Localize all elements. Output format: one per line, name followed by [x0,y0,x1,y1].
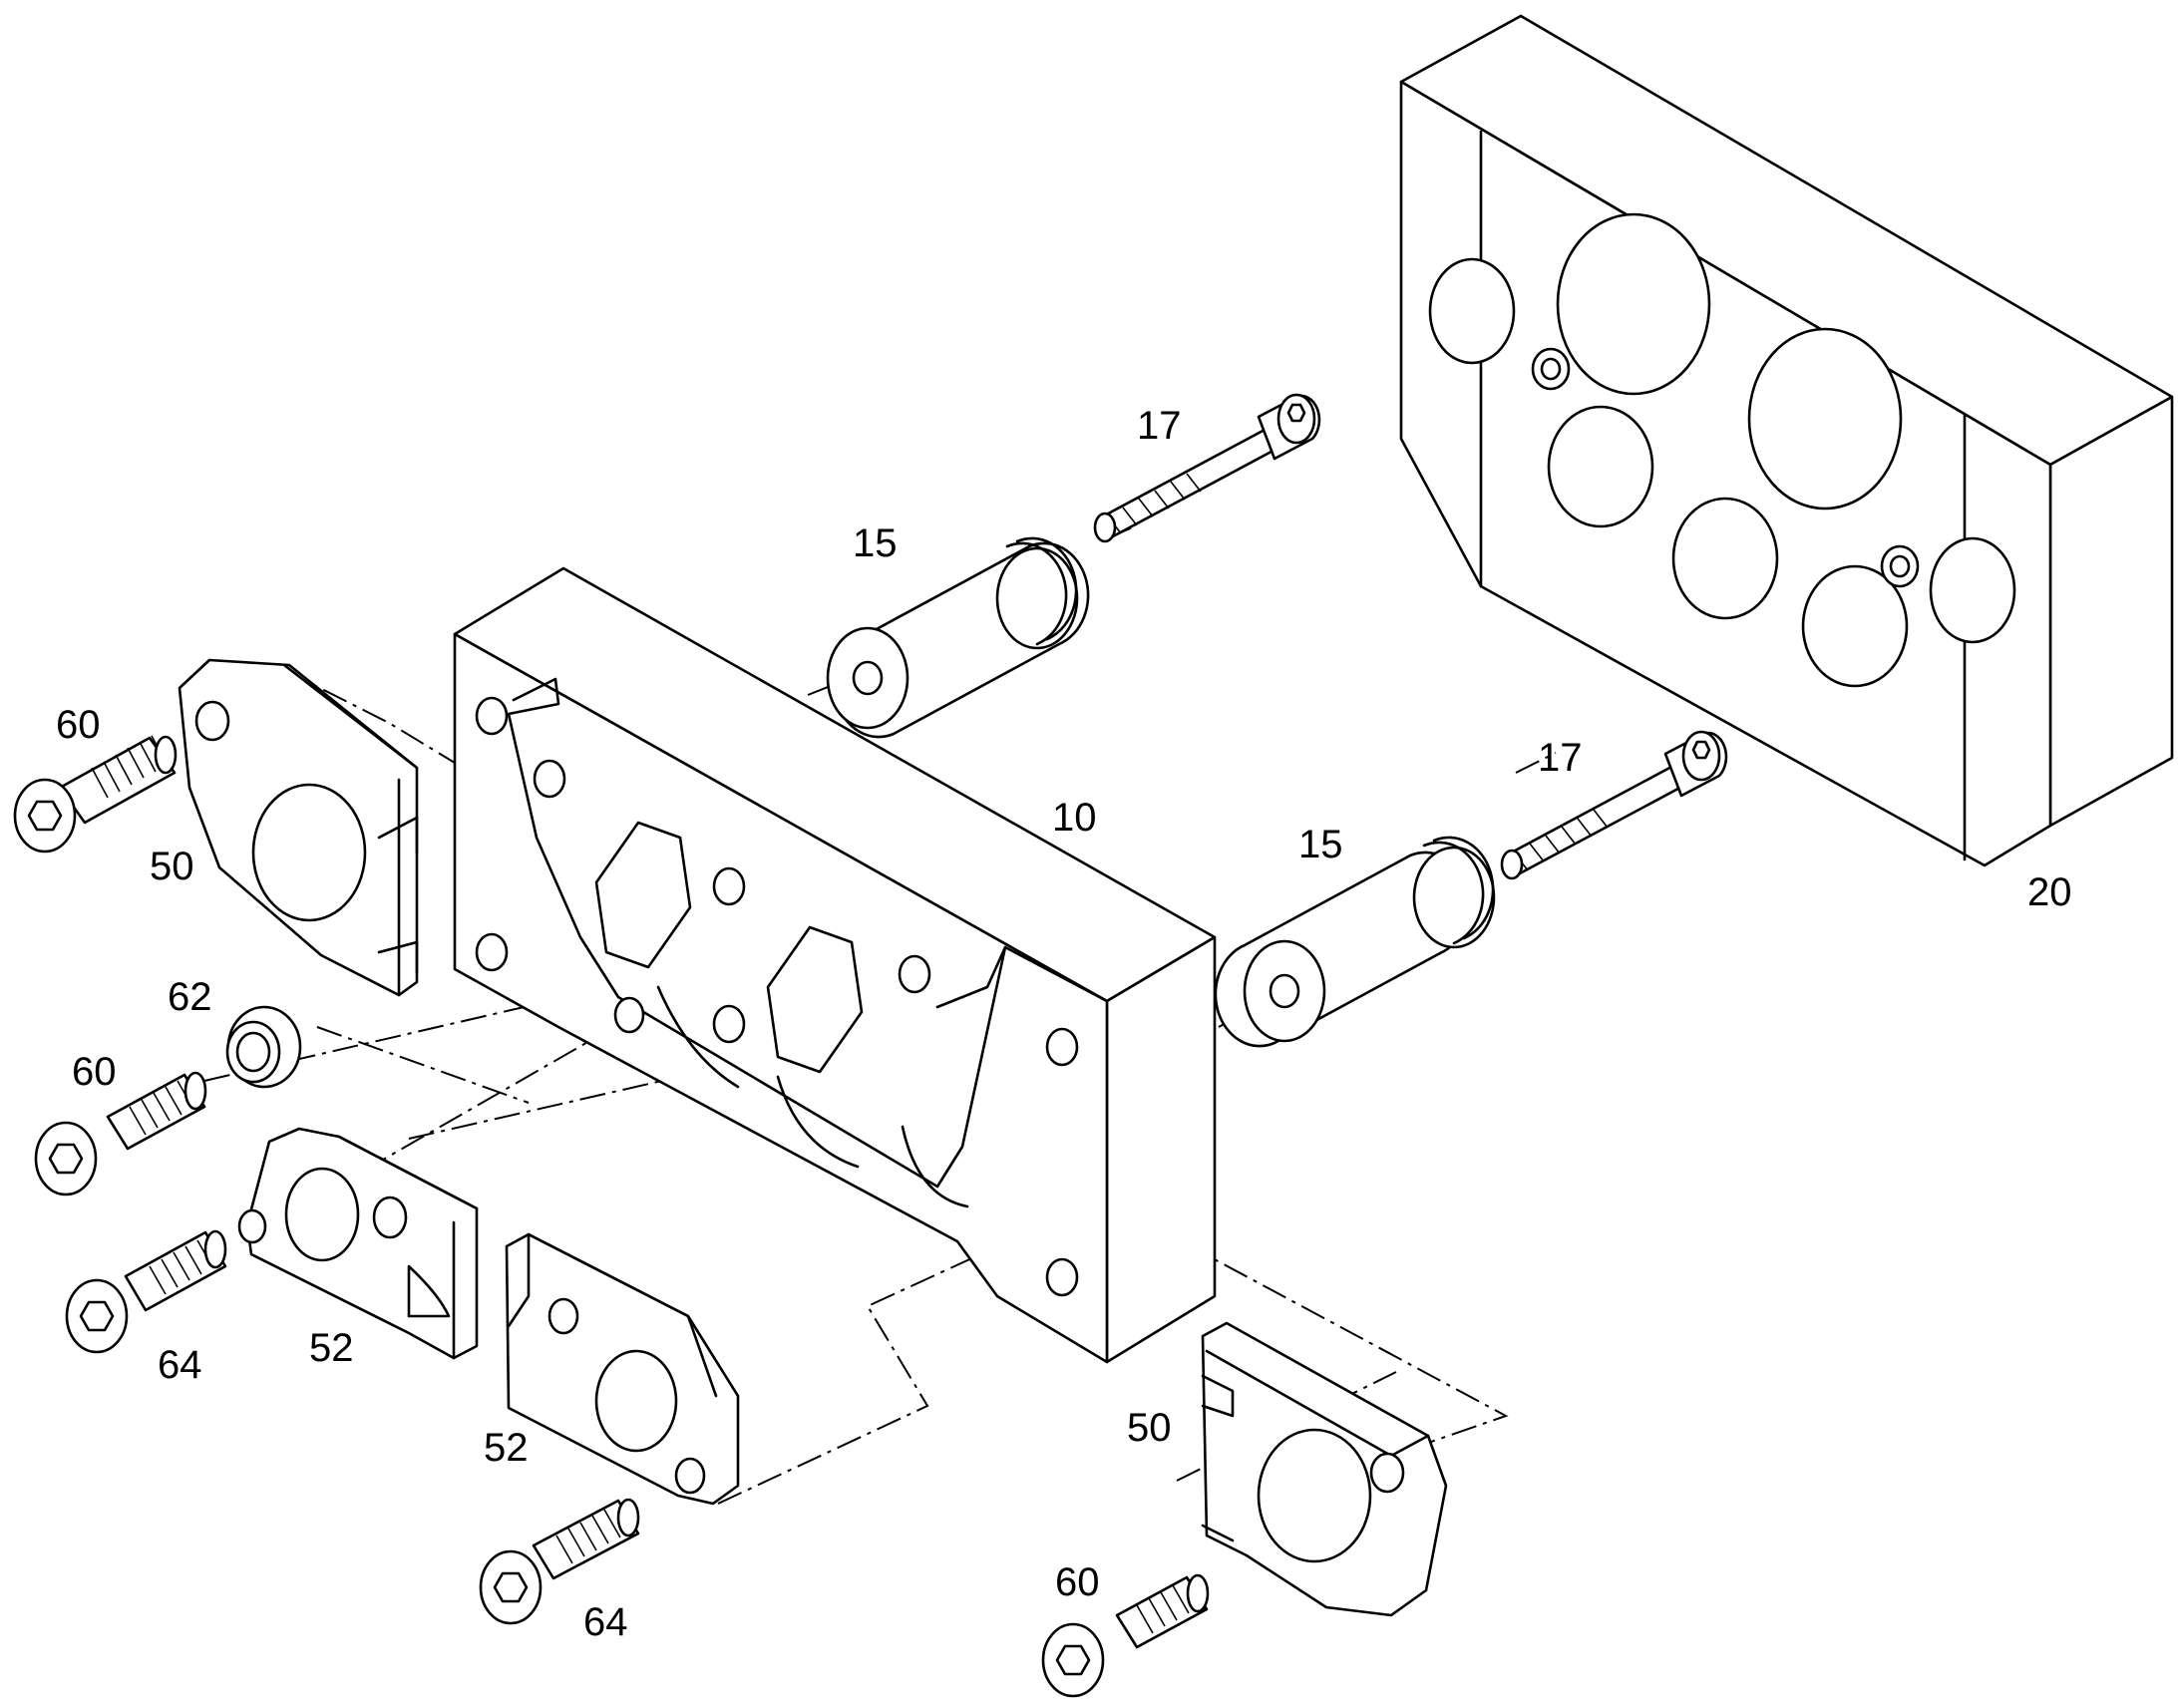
callout-60-upper: 60 [56,703,101,747]
part-64-screw-lower [479,1498,640,1625]
part-60-screw-upper [13,735,178,854]
callout-64-lower: 64 [583,1600,628,1644]
part-17-screw-lower [1500,730,1728,880]
callout-10: 10 [1052,796,1097,840]
callout-50-upper: 50 [150,845,194,888]
part-15-sleeve-lower [1214,836,1496,1048]
callout-64-upper: 64 [158,1343,202,1387]
callout-15-lower: 15 [1298,823,1343,866]
part-50-flange-lower [1201,1321,1448,1617]
part-64-screw-upper [65,1229,227,1354]
part-60-screw-middle [34,1071,207,1196]
callout-17-upper: 17 [1137,404,1182,448]
callout-62: 62 [168,975,212,1019]
part-20-block [1399,14,2174,867]
part-52-plate-lower [505,1232,740,1506]
callout-50-lower: 50 [1127,1406,1172,1450]
part-52-plate-upper [237,1127,479,1360]
callout-52-lower: 52 [484,1426,529,1470]
callout-60-middle: 60 [72,1050,117,1094]
part-60-screw-lower [1041,1573,1210,1698]
part-50-flange-upper [178,658,419,997]
callout-15-upper: 15 [853,521,898,565]
callout-60-lower: 60 [1055,1560,1100,1604]
part-17-screw-upper [1093,393,1321,543]
callout-20: 20 [2027,870,2072,914]
callout-52-upper: 52 [309,1326,354,1370]
part-10-main-body [453,566,1217,1364]
part-62-seal-ring [225,1005,302,1089]
callout-17-lower: 17 [1538,736,1583,780]
callout-labels: 10 15 15 17 17 20 50 50 52 52 60 60 60 6… [56,404,2072,1644]
part-15-sleeve-upper [826,536,1090,739]
